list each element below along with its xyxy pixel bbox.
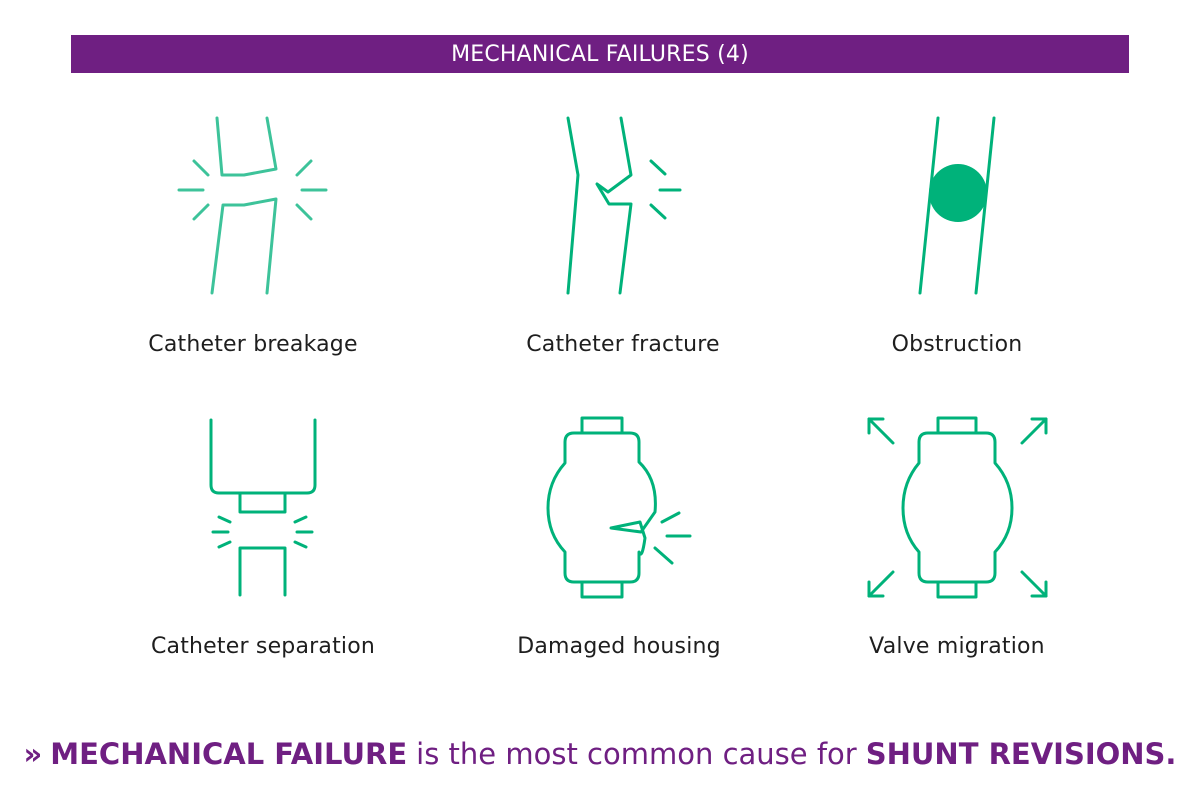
catheter-breakage-icon [177, 116, 328, 295]
footer-bold-tail: SHUNT REVISIONS. [865, 737, 1177, 771]
label-catheter-fracture: Catheter fracture [526, 332, 720, 357]
blockage-dot [929, 164, 987, 222]
label-catheter-separation: Catheter separation [150, 634, 376, 659]
footer-statement: » MECHANICAL FAILURE is the most common … [0, 730, 1200, 778]
chevron-icon: » [23, 737, 43, 771]
valve-migration-icon [867, 416, 1048, 599]
label-damaged-housing: Damaged housing [517, 634, 721, 659]
footer-regular-text: is the most common cause for [416, 737, 857, 771]
label-valve-migration: Valve migration [869, 634, 1045, 659]
obstruction-icon [918, 116, 996, 295]
catheter-separation-icon [209, 418, 317, 597]
label-catheter-breakage: Catheter breakage [148, 332, 358, 357]
catheter-fracture-icon [566, 116, 682, 295]
footer-bold-lead: MECHANICAL FAILURE [50, 737, 408, 771]
section-banner: MECHANICAL FAILURES (4) [71, 35, 1129, 73]
damaged-housing-icon [546, 416, 692, 599]
banner-title: MECHANICAL FAILURES (4) [451, 41, 749, 67]
label-obstruction: Obstruction [891, 332, 1023, 357]
